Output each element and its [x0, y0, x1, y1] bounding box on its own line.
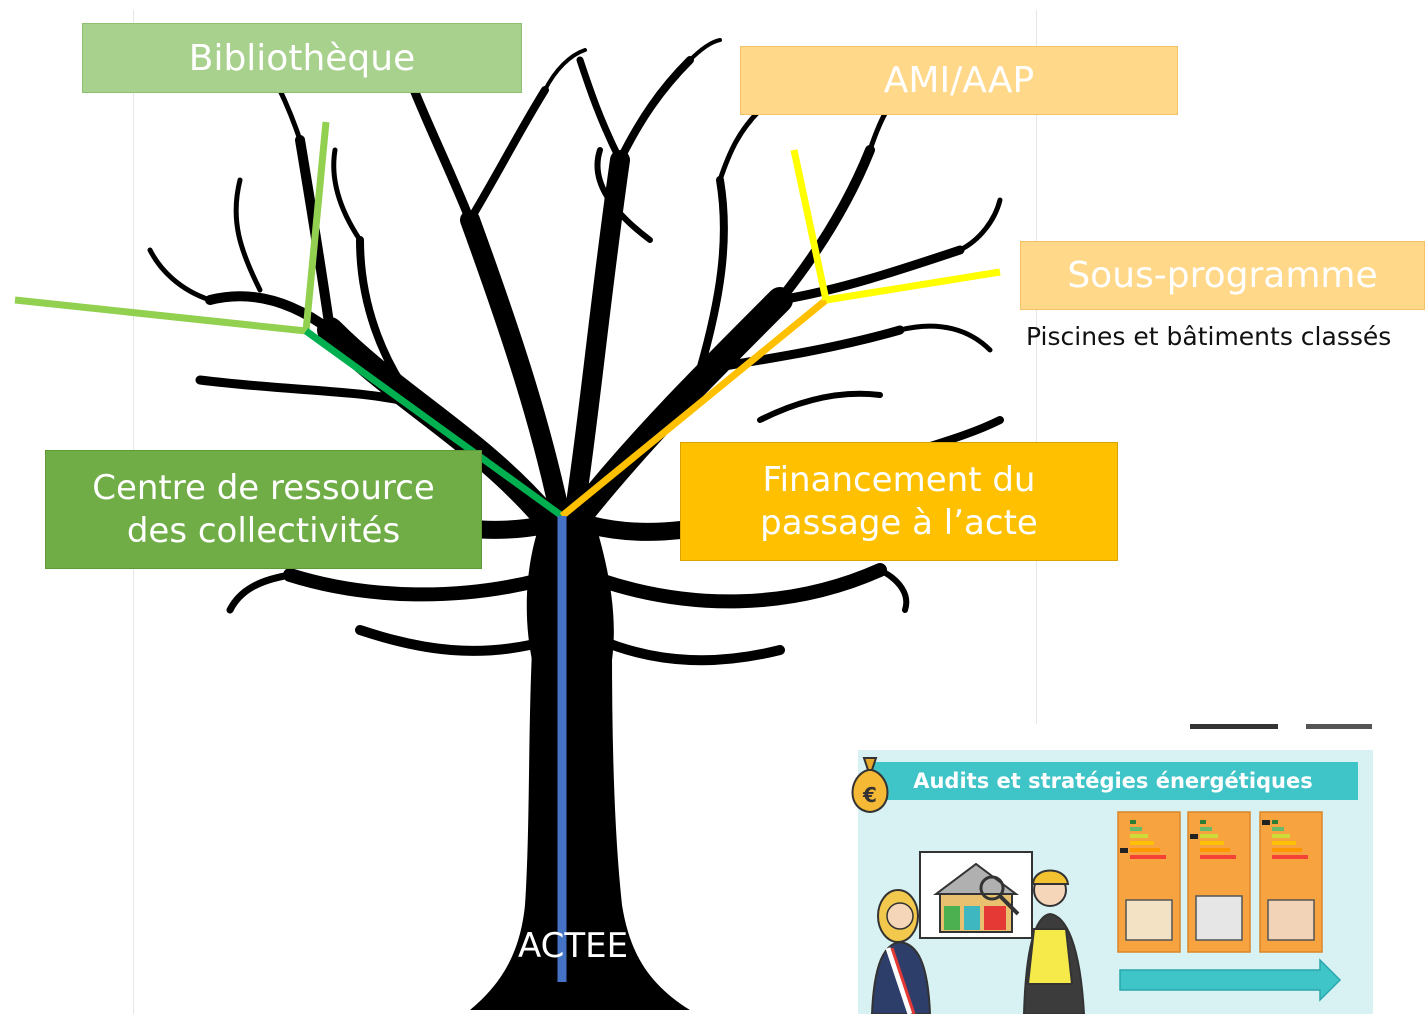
label-financement-line1: Financement du — [762, 460, 1036, 500]
inset-illustration: Audits et stratégies énergétiques — [858, 724, 1373, 1014]
money-bag-icon: € — [851, 757, 889, 814]
inset-banner: Audits et stratégies énergétiques — [868, 762, 1358, 800]
link-line-centre — [303, 328, 565, 519]
label-financement: Financement du passage à l’acte — [680, 442, 1118, 561]
link-line-biblio-left — [14, 296, 307, 335]
label-centre-line1: Centre de ressource — [92, 468, 435, 508]
link-line-financement — [559, 297, 829, 519]
inset-top-strip — [858, 724, 1373, 750]
link-line-biblio-up — [302, 121, 330, 332]
progress-arrow — [1119, 958, 1342, 1002]
house-illustration — [919, 851, 1033, 939]
tree-silhouette — [147, 28, 1004, 1010]
worker-figure — [979, 869, 1086, 1014]
sous-programme-caption: Piscines et bâtiments classés — [1026, 322, 1392, 351]
label-ami-aap: AMI/AAP — [740, 46, 1178, 115]
euro-symbol: € — [862, 783, 877, 807]
label-centre-de-ressource: Centre de ressource des collectivités — [45, 450, 482, 569]
energy-label-cards — [1117, 811, 1323, 953]
label-financement-line2: passage à l’acte — [760, 502, 1038, 543]
label-sous-programme-text: Sous-programme — [1067, 255, 1378, 296]
label-ami-aap-text: AMI/AAP — [883, 60, 1035, 101]
woman-figure — [870, 889, 932, 1014]
label-centre-line2: des collectivités — [126, 510, 401, 551]
trunk-label-actee: ACTEE — [518, 926, 629, 966]
label-sous-programme: Sous-programme — [1020, 241, 1425, 310]
link-line-sous-programme — [825, 268, 1001, 304]
label-bibliotheque-text: Bibliothèque — [188, 37, 416, 79]
inset-drawing — [870, 811, 1342, 1014]
link-line-ami — [790, 149, 830, 301]
label-bibliotheque: Bibliothèque — [82, 23, 522, 93]
